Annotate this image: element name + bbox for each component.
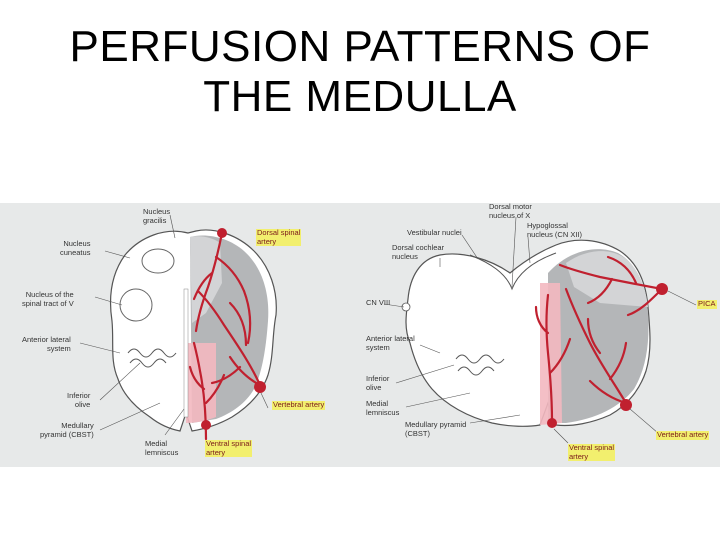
label-right-medullary-pyramid: Medullary pyramid(CBST) [405,421,466,438]
label-vestibular-nuclei: Vestibular nuclei [407,229,462,238]
left-dorsal-spinal-artery [217,228,227,238]
label-cn-viii: CN VIII [366,299,390,308]
right-ventral-spinal-artery [547,418,557,428]
label-left-vertebral-artery: Vertebral artery [272,401,325,410]
slide-title: PERFUSION PATTERNS OF THE MEDULLA [0,22,720,122]
title-line-1: PERFUSION PATTERNS OF [0,22,720,72]
left-medulla-section [80,215,276,439]
medulla-diagram-svg [0,203,720,467]
left-ventral-spinal-artery [201,420,211,430]
left-vertebral-artery [254,381,266,393]
left-spinal-tract-v [120,289,152,321]
title-line-2: THE MEDULLA [0,72,720,122]
label-right-vertebral-artery: Vertebral artery [656,431,709,440]
left-gracilis [142,249,174,273]
right-pica [656,283,668,295]
label-pica: PICA [697,300,717,309]
left-midline-fissure [184,289,188,417]
